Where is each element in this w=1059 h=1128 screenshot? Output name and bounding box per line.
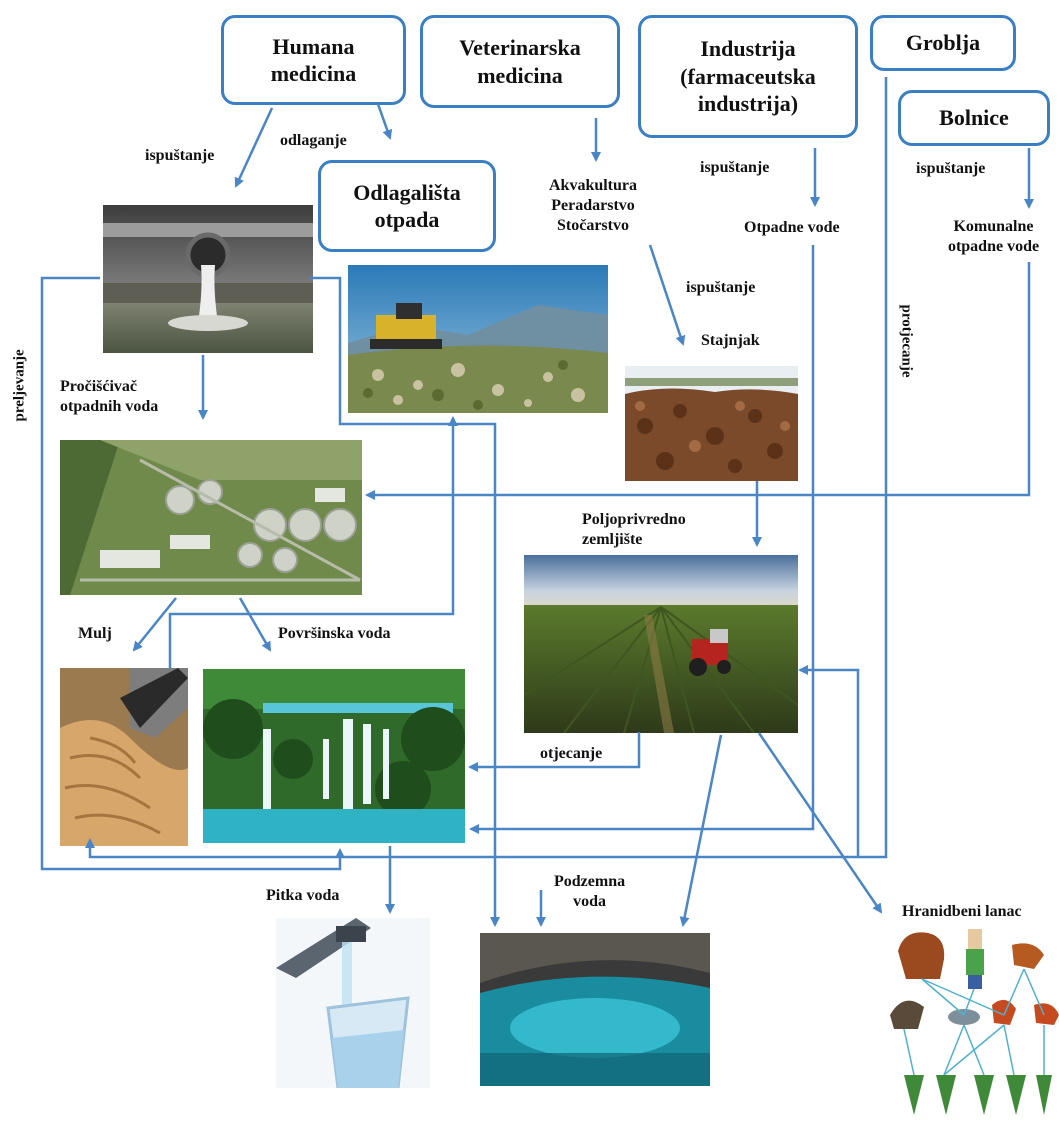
sewage-outflow-image: [103, 205, 313, 353]
bolnice-box: Bolnice: [898, 90, 1050, 146]
groundwater-cave-image: [480, 933, 710, 1086]
ispustanje-label-4: ispuštanje: [916, 160, 986, 177]
food-chain-image: [884, 925, 1059, 1125]
prociscivac-label: Pročišćivač otpadnih voda: [60, 378, 159, 415]
odlaganje-label: odlaganje: [280, 132, 347, 149]
komunalne-label: Komunalne otpadne vode: [947, 218, 1040, 255]
ispustanje-label-2: ispuštanje: [686, 279, 756, 296]
agricultural-land-image: [524, 555, 798, 733]
mulj-label: Mulj: [78, 625, 112, 642]
ispustanje-label-1: ispuštanje: [145, 147, 215, 164]
wastewater-treatment-plant-image: [60, 440, 362, 595]
manure-image: [625, 366, 798, 481]
odlagalista-box: Odlagališta otpada: [318, 160, 496, 252]
akvakultura-label: Akvakultura Peradarstvo Stočarstvo: [548, 177, 638, 234]
ispustanje-label-3: ispuštanje: [700, 159, 770, 176]
veterinarska-medicina-box: Veterinarska medicina: [420, 15, 620, 108]
humana-medicina-box: Humana medicina: [221, 15, 406, 105]
otjecanje-label: otjecanje: [540, 745, 603, 762]
stajnjak-label: Stajnjak: [701, 332, 760, 349]
otpadne-vode-label: Otpadne vode: [744, 219, 840, 236]
povrsinska-voda-label: Površinska voda: [278, 625, 391, 642]
pitka-voda-label: Pitka voda: [266, 887, 340, 904]
landfill-image: [348, 265, 608, 413]
sludge-image: [60, 668, 188, 846]
industrija-box: Industrija (farmaceutska industrija): [638, 15, 858, 138]
podzemna-voda-label: Podzemna voda: [554, 873, 626, 910]
surface-water-waterfall-image: [203, 669, 465, 843]
hranidbeni-lanac-label: Hranidbeni lanac: [902, 903, 1022, 920]
drinking-water-tap-image: [276, 918, 430, 1088]
poljoprivredno-label: Poljoprivredno zemljište: [582, 511, 686, 548]
groblja-box: Groblja: [870, 15, 1016, 71]
